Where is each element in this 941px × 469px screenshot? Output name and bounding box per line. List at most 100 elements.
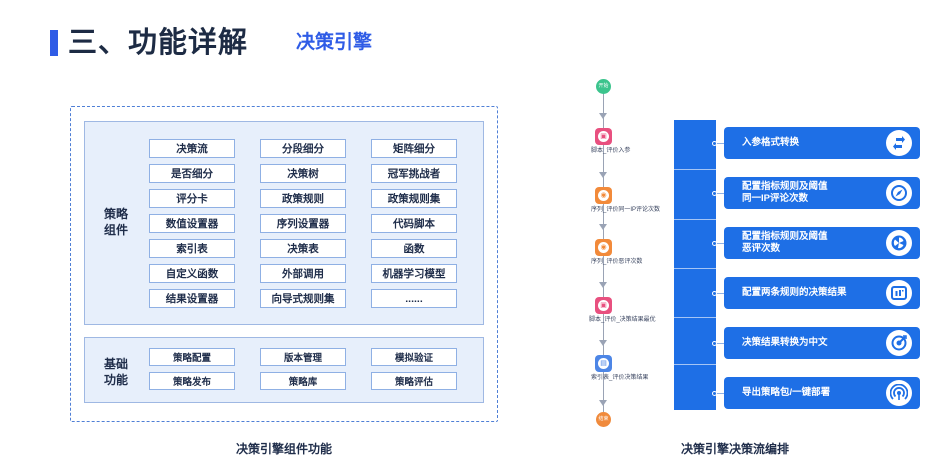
step-connector <box>713 243 725 244</box>
side-bar-divider <box>674 219 716 220</box>
compass-icon <box>886 180 912 206</box>
strategy-component-cell: 政策规则 <box>260 189 346 208</box>
basic-function-cell: 策略库 <box>260 372 346 390</box>
strategy-component-cell: 自定义函数 <box>149 264 235 283</box>
steps-side-bar <box>674 120 716 410</box>
flow-arrow-icon <box>599 224 607 230</box>
sequence-icon: ◉ <box>598 190 609 201</box>
flow-node-5[interactable]: ▤ <box>595 355 612 372</box>
flow-step-3: 配置指标规则及阈值恶评次数 <box>724 227 920 259</box>
flow-start-label: 开始 <box>598 83 609 89</box>
page-subtitle: 决策引擎 <box>296 32 373 53</box>
strategy-component-cell: 评分卡 <box>149 189 235 208</box>
flow-step-1: 入参格式转换 <box>724 127 920 159</box>
step-connector <box>713 343 725 344</box>
step-connector-dot <box>712 141 717 146</box>
basic-function-cell: 策略评估 <box>371 372 457 390</box>
basic-function-cell: 策略发布 <box>149 372 235 390</box>
strategy-component-cell: 矩阵细分 <box>371 139 457 158</box>
flow-node-2[interactable]: ◉ <box>595 187 612 204</box>
basic-function-cell: 模拟验证 <box>371 348 457 366</box>
strategy-component-cell: 索引表 <box>149 239 235 258</box>
strategy-components-grid: 决策流 分段细分 矩阵细分是否细分 决策树 冠军挑战者评分卡 政策规则 政策规则集数值设置器… <box>149 139 457 308</box>
flow-end-label: 结束 <box>598 416 609 422</box>
side-bar-divider <box>674 268 716 269</box>
strategy-component-cell: ...... <box>371 289 457 308</box>
page-title: 三、功能详解 <box>68 27 249 59</box>
flow-node-label: 序列_评价恶评次数 <box>591 259 643 265</box>
flow-arrow-icon <box>599 113 607 119</box>
basic-functions-grid: 策略配置 版本管理 模拟验证策略发布 策略库 策略评估 <box>149 348 457 390</box>
strategy-component-cell: 结果设置器 <box>149 289 235 308</box>
side-bar-divider <box>674 169 716 170</box>
flow-start-node: 开始 <box>596 79 611 94</box>
strategy-component-cell: 决策流 <box>149 139 235 158</box>
broadcast-icon <box>886 380 912 406</box>
index-table-icon: ▤ <box>598 358 609 369</box>
strategy-component-cell: 机器学习模型 <box>371 264 457 283</box>
strategy-component-cell: 向导式规则集 <box>260 289 346 308</box>
flow-step-4: 配置两条规则的决策结果 <box>724 277 920 309</box>
strategy-component-cell: 代码脚本 <box>371 214 457 233</box>
flow-step-label: 配置指标规则及阈值恶评次数 <box>742 231 828 254</box>
strategy-component-cell: 决策树 <box>260 164 346 183</box>
flow-step-label: 入参格式转换 <box>742 137 800 148</box>
side-bar-divider <box>674 317 716 318</box>
strategy-component-cell: 冠军挑战者 <box>371 164 457 183</box>
components-caption: 决策引擎组件功能 <box>235 442 332 456</box>
flow-node-1[interactable]: ▣ <box>595 128 612 145</box>
step-connector <box>713 393 725 394</box>
title-accent-bar <box>50 30 58 56</box>
sequence-icon: ◉ <box>598 242 609 253</box>
flow-node-label: 脚本_评价入参 <box>591 148 631 154</box>
flow-arrow-icon <box>599 400 607 406</box>
flow-end-node: 结束 <box>596 412 611 427</box>
step-connector <box>713 143 725 144</box>
flow-step-label: 配置指标规则及阈值同一IP评论次数 <box>742 181 828 204</box>
step-connector-dot <box>712 241 717 246</box>
flow-step-6: 导出策略包/一键部署 <box>724 377 920 409</box>
strategy-components-label: 策略组件 <box>103 207 128 237</box>
side-bar-divider <box>674 364 716 365</box>
target-icon <box>886 330 912 356</box>
step-connector-dot <box>712 291 717 296</box>
flow-node-3[interactable]: ◉ <box>595 239 612 256</box>
flow-step-label: 导出策略包/一键部署 <box>742 387 831 398</box>
script-icon: ▣ <box>598 131 609 142</box>
step-connector-dot <box>712 391 717 396</box>
strategy-component-cell: 分段细分 <box>260 139 346 158</box>
strategy-component-cell: 政策规则集 <box>371 189 457 208</box>
flow-step-2: 配置指标规则及阈值同一IP评论次数 <box>724 177 920 209</box>
step-connector-dot <box>712 341 717 346</box>
strategy-components-group: 策略组件 决策流 分段细分 矩阵细分是否细分 决策树 冠军挑战者评分卡 政策规则 政策规则集… <box>84 121 484 325</box>
flow-step-5: 决策结果转换为中文 <box>724 327 920 359</box>
basic-function-cell: 策略配置 <box>149 348 235 366</box>
flow-step-label: 配置两条规则的决策结果 <box>742 287 847 298</box>
strategy-component-cell: 决策表 <box>260 239 346 258</box>
strategy-component-cell: 序列设置器 <box>260 214 346 233</box>
strategy-component-cell: 外部调用 <box>260 264 346 283</box>
flow-node-4[interactable]: ▣ <box>595 297 612 314</box>
chip-icon <box>886 280 912 306</box>
strategy-component-cell: 是否细分 <box>149 164 235 183</box>
basic-function-cell: 版本管理 <box>260 348 346 366</box>
basic-functions-label: 基础功能 <box>103 357 128 387</box>
step-connector <box>713 193 725 194</box>
strategy-component-cell: 数值设置器 <box>149 214 235 233</box>
components-panel-frame <box>70 106 498 422</box>
flow-arrow-icon <box>599 172 607 178</box>
strategy-component-cell: 函数 <box>371 239 457 258</box>
convert-icon <box>886 130 912 156</box>
step-connector <box>713 293 725 294</box>
flow-arrow-icon <box>599 282 607 288</box>
flow-step-label: 决策结果转换为中文 <box>742 337 828 348</box>
flow-node-label: 脚本_评价_决策结果最优 <box>589 317 656 323</box>
flow-caption: 决策引擎决策流编排 <box>680 442 789 456</box>
fan-icon <box>886 230 912 256</box>
step-connector-dot <box>712 191 717 196</box>
script-icon: ▣ <box>598 300 609 311</box>
flow-arrow-icon <box>599 340 607 346</box>
flow-node-label: 索引表_评价决策结果 <box>591 375 649 381</box>
flow-node-label: 序列_评价同一IP评论次数 <box>591 207 661 213</box>
basic-functions-group: 基础功能 策略配置 版本管理 模拟验证策略发布 策略库 策略评估 <box>84 337 484 403</box>
